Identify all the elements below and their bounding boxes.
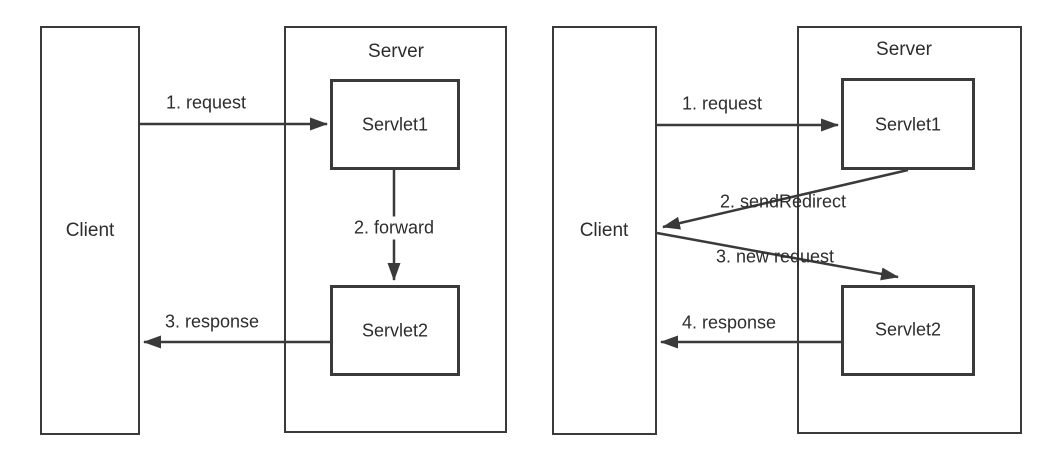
right-new-request-label: 3. new request bbox=[715, 246, 835, 267]
right-sendredirect-label: 2. sendRedirect bbox=[719, 191, 847, 212]
left-client-label: Client bbox=[65, 220, 115, 241]
left-servlet2-label: Servlet2 bbox=[361, 320, 429, 341]
left-forward-label: 2. forward bbox=[349, 216, 439, 240]
right-server-label: Server bbox=[876, 39, 932, 60]
right-servlet1-box bbox=[841, 78, 975, 170]
left-request-label: 1. request bbox=[165, 92, 247, 113]
left-response-label: 3. response bbox=[164, 311, 260, 332]
left-servlet1-box bbox=[330, 79, 460, 170]
left-client-box bbox=[40, 26, 140, 435]
right-request-label: 1. request bbox=[681, 93, 763, 114]
right-servlet2-label: Servlet2 bbox=[874, 319, 942, 340]
right-sendredirect-arrow bbox=[662, 168, 909, 230]
right-servlet1-label: Servlet1 bbox=[874, 114, 942, 135]
right-client-box bbox=[552, 26, 657, 435]
left-servlet1-label: Servlet1 bbox=[361, 114, 429, 135]
left-servlet2-box bbox=[330, 285, 460, 376]
right-client-label: Client bbox=[579, 220, 629, 241]
left-server-label: Server bbox=[368, 41, 424, 62]
right-response-label: 4. response bbox=[681, 312, 777, 333]
right-servlet2-box bbox=[841, 285, 975, 376]
right-new-request-arrow bbox=[656, 231, 899, 281]
